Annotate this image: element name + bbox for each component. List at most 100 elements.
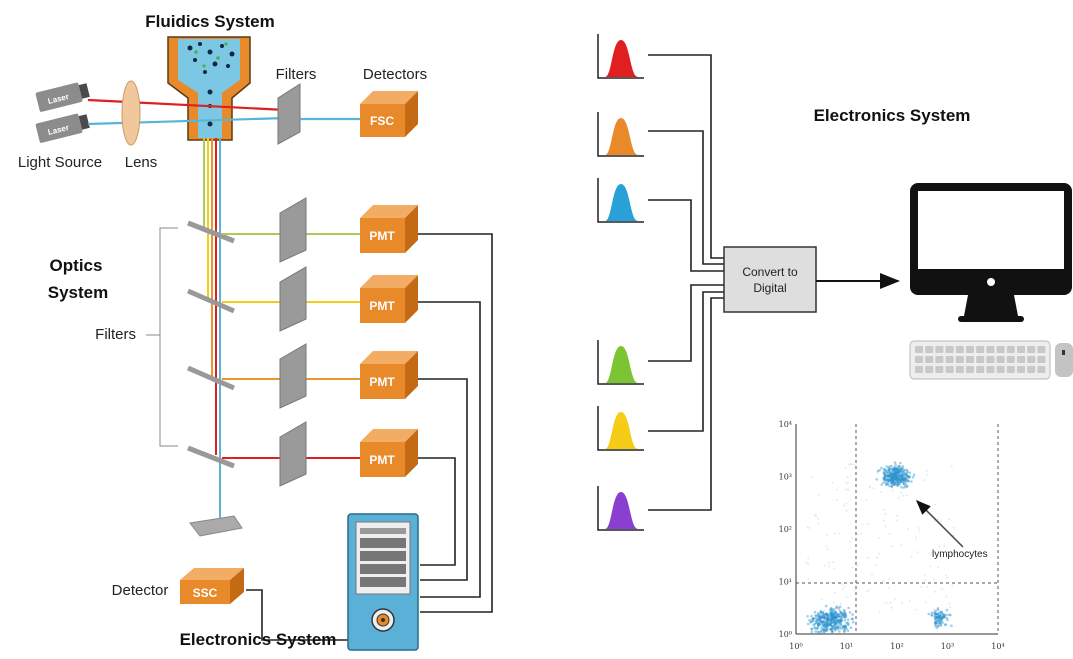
scatter-point [818,619,822,622]
scatter-point [891,477,894,481]
scatter-point [833,620,837,623]
scatter-point [937,621,941,625]
scatter-point [885,471,889,474]
scatter-point [883,467,886,471]
scatter-point [819,616,823,619]
scatter-point [939,624,943,627]
scatter-point [843,614,847,618]
scatter-point [942,612,945,616]
scatter-point [834,625,838,628]
scatter-point [829,622,832,626]
scatter-point [929,565,932,568]
scatter-point [890,545,893,548]
scatter-point [808,526,811,529]
scatter-point [829,627,833,631]
scatter-point [901,473,904,477]
scatter-point [892,472,896,476]
scatter-point [905,485,908,489]
scatter-point [829,611,832,615]
scatter-point [948,518,951,521]
scatter-point [847,606,850,610]
scatter-point [814,619,818,623]
scatter-point [832,623,836,627]
scatter-point [889,478,893,482]
scatter-point [885,601,888,604]
scatter-point [892,479,896,483]
scatter-point [903,477,907,480]
scatter-point [831,612,834,616]
scatter-point [891,470,894,473]
scatter-point [896,468,900,472]
scatter-point [828,621,831,625]
scatter-point [829,621,833,625]
scatter-point [895,479,899,482]
scatter-point [889,478,893,482]
scatter-point [810,627,814,631]
scatter-point [878,536,881,539]
scatter-point [898,482,901,486]
scatter-point [891,478,895,482]
scatter-point [828,623,831,626]
scatter-point [892,474,895,478]
scatter-point [843,612,846,616]
laser-blue: Laser [35,113,90,143]
svg-text:SSC: SSC [193,586,218,600]
scatter-point [901,465,905,468]
scatter-point [900,544,903,547]
scatter-point [899,478,902,482]
scatter-point [830,625,833,628]
scatter-point [890,477,893,481]
scatter-point [891,480,894,483]
scatter-point [846,618,850,621]
scatter-point [889,474,893,478]
scatter-point [938,616,942,619]
scatter-point [896,470,899,474]
scatter-point [951,584,954,587]
scatter-point [896,479,900,482]
scatter-point [838,616,842,619]
scatter-point [827,561,830,564]
electronics-tower [347,513,419,651]
scatter-point [826,617,830,620]
scatter-point [893,477,896,481]
scatter-point [901,467,904,471]
scatter-point [847,623,850,627]
scatter-point [887,469,891,473]
scatter-point [830,627,834,631]
scatter-point [825,612,828,616]
scatter-point [902,482,906,486]
scatter-point [841,614,845,618]
scatter-point [830,606,833,610]
scatter-point [893,477,897,481]
scatter-point [832,616,836,619]
scatter-point [844,467,847,470]
scatter-point [850,617,854,621]
scatter-point [824,624,827,627]
scatter-point [937,619,940,623]
scatter-point [830,619,833,623]
scatter-point [926,586,929,589]
scatter-point [834,616,837,619]
optics-system-title-2: System [48,283,108,302]
scatter-point [893,468,896,471]
scatter-point [833,611,837,614]
scatter-point [883,475,887,478]
scatter-point [886,474,889,478]
scatter-point [831,617,835,621]
scatter-point [901,477,905,481]
scatter-point [911,476,915,479]
scatter-point [936,622,939,625]
scatter-point [934,623,937,626]
scatter-point [810,614,813,618]
scatter-point [816,617,820,621]
scatter-point [933,520,936,523]
x-tick-label: 10⁴ [991,642,1004,651]
scatter-point [900,478,904,482]
scatter-point [882,471,886,475]
scatter-point [844,624,847,628]
scatter-point [817,621,820,625]
scatter-point [817,615,820,619]
scatter-point [892,475,896,478]
scatter-point [890,479,894,483]
scatter-point [843,610,846,613]
